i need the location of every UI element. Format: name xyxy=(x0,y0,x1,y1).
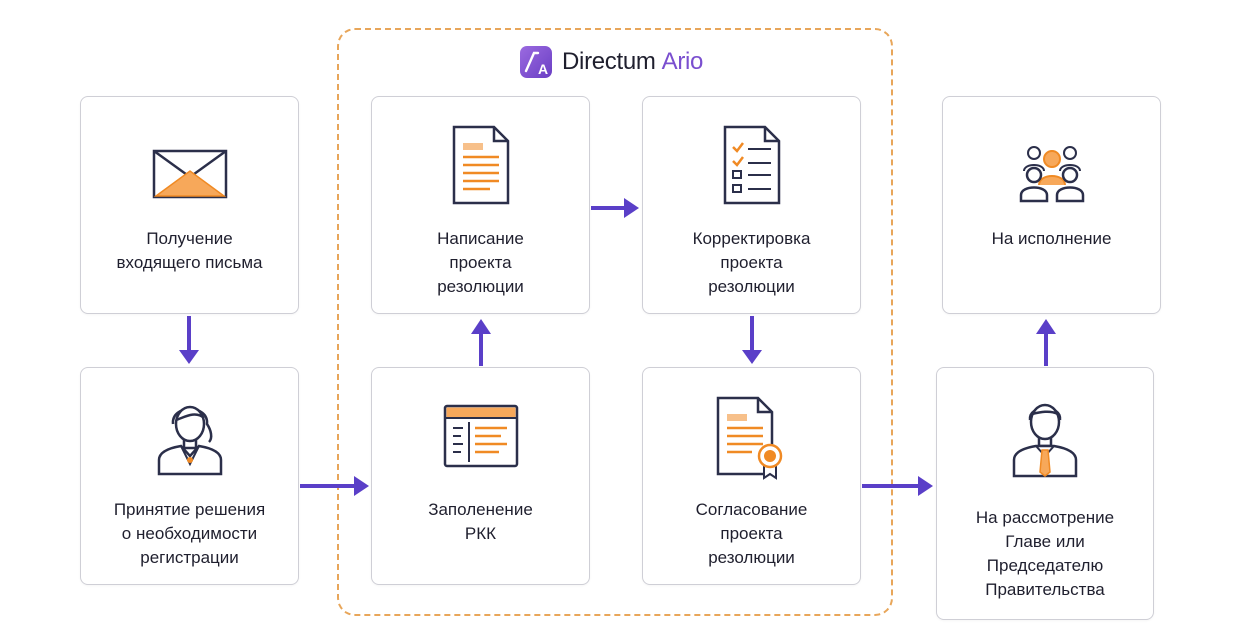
checklist-icon xyxy=(723,125,780,205)
certificate-icon xyxy=(716,396,782,480)
step-label: Согласование проекта резолюции xyxy=(695,500,808,567)
arrow-write-to-correct xyxy=(591,198,639,218)
step-label: Принятие решения о необходимости регистр… xyxy=(113,500,266,567)
step-label: Написание проекта резолюции xyxy=(437,229,524,296)
step-write-draft: Написание проекта резолюции xyxy=(371,96,590,314)
step-correct-draft: Корректировка проекта резолюции xyxy=(642,96,861,314)
step-label: На рассмотрение Главе или Председателю П… xyxy=(975,508,1115,599)
step-approve-draft: Согласование проекта резолюции xyxy=(642,367,861,585)
brand-product: Ario xyxy=(661,48,704,75)
form-window-icon xyxy=(443,404,518,468)
step-review-head: На рассмотрение Главе или Председателю П… xyxy=(936,367,1154,620)
arrow-approve-to-review xyxy=(862,476,933,496)
arrow-receive-to-decision xyxy=(179,316,199,364)
official-man-icon xyxy=(1012,403,1078,478)
step-label: Заполенение РКК xyxy=(428,500,533,543)
step-execution: На исполнение xyxy=(942,96,1161,314)
arrow-decision-to-fill-rkk xyxy=(300,476,369,496)
document-icon xyxy=(452,125,509,205)
arrow-correct-to-approve xyxy=(742,316,762,364)
brand-name: Directum xyxy=(562,48,656,75)
step-registration-decision: Принятие решения о необходимости регистр… xyxy=(80,367,299,585)
step-fill-rkk: Заполенение РКК xyxy=(371,367,590,585)
step-receive-letter: Получение входящего письма xyxy=(80,96,299,314)
step-label: На исполнение xyxy=(991,229,1112,248)
directum-ario-logo-icon: A xyxy=(520,46,552,78)
step-label: Корректировка проекта резолюции xyxy=(692,229,811,296)
svg-text:A: A xyxy=(538,61,548,77)
arrow-review-to-execution xyxy=(1036,319,1056,366)
team-icon xyxy=(1019,146,1084,203)
envelope-icon xyxy=(152,149,227,199)
step-label: Получение входящего письма xyxy=(116,229,263,272)
arrow-fill-rkk-to-write xyxy=(471,319,491,366)
clerk-woman-icon xyxy=(157,405,222,476)
directum-ario-scope-frame xyxy=(337,28,893,616)
